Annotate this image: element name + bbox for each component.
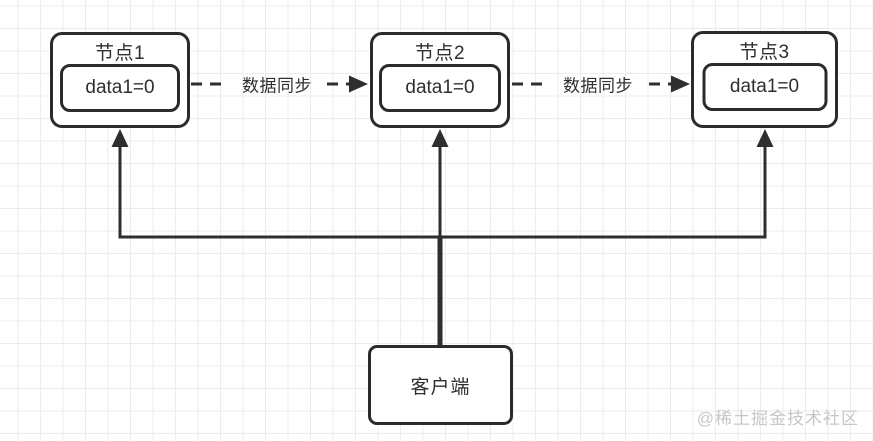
- data-value-box: data1=0: [702, 63, 827, 111]
- arrowhead-up-node1: [111, 129, 129, 147]
- client-label: 客户端: [410, 376, 471, 398]
- client-box: 客户端: [368, 345, 513, 425]
- arrowhead-up-node2: [431, 129, 449, 147]
- data-value: data1=0: [729, 76, 800, 97]
- node-box-1: 节点1 data1=0: [50, 32, 190, 128]
- node-title: 节点1: [94, 43, 146, 64]
- node-box-2: 节点2 data1=0: [370, 32, 510, 128]
- arrowhead-right-node3: [671, 75, 690, 93]
- node-title: 节点2: [414, 43, 466, 64]
- sync-label-2: 数据同步: [563, 76, 633, 96]
- watermark: @稀土掘金技术社区: [696, 409, 859, 428]
- node-title: 节点3: [739, 42, 790, 63]
- arrowhead-up-node3: [756, 129, 774, 147]
- data-value-box: data1=0: [379, 64, 501, 112]
- client-branch-line: [118, 147, 767, 239]
- node-box-3: 节点3 data1=0: [691, 31, 838, 128]
- sync-label-1: 数据同步: [242, 76, 312, 96]
- arrowhead-right-node2: [349, 75, 368, 93]
- data-value-box: data1=0: [60, 64, 180, 112]
- data-value: data1=0: [405, 77, 475, 98]
- data-value: data1=0: [85, 77, 155, 98]
